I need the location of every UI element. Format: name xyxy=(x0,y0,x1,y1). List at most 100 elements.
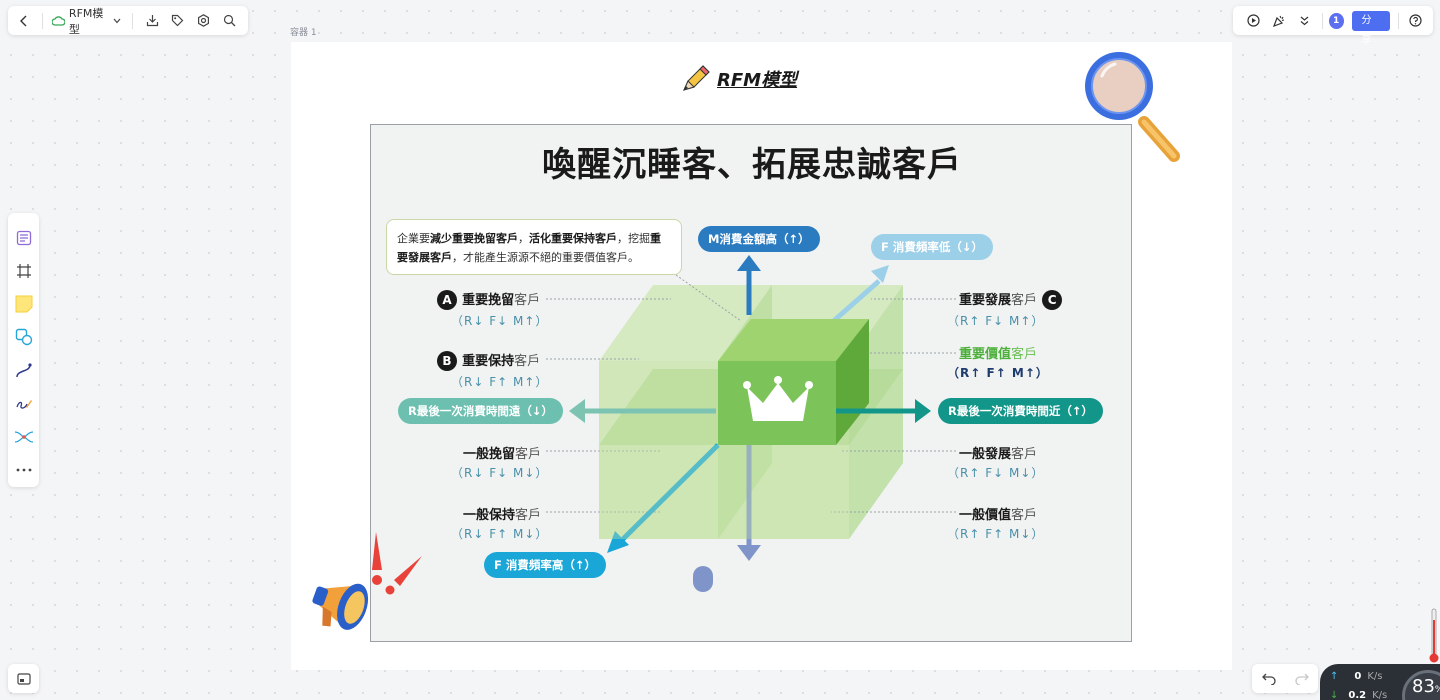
back-icon[interactable] xyxy=(14,10,34,32)
segment-code: （R↓ F↓ M↓） xyxy=(451,466,549,480)
note-text: ，挖掘 xyxy=(617,232,650,245)
top-left-toolbar: RFM模型 xyxy=(8,6,248,36)
tag-icon[interactable] xyxy=(165,10,191,32)
segment-suffix: 客戶 xyxy=(1011,293,1038,308)
segment-suffix: 客戶 xyxy=(514,354,541,369)
badge-c: C xyxy=(1042,289,1063,310)
upload-row: ↑ 0 K/s xyxy=(1330,671,1383,682)
segment-a: A 重要挽留客戶 （R↓ F↓ M↑） xyxy=(437,289,548,329)
rfm-infographic[interactable]: 喚醒沉睡客、拓展忠誠客戶 企業要減少重要挽留客戶，活化重要保持客戶，挖掘重要發展… xyxy=(370,124,1132,642)
cpu-percent-sign: % xyxy=(1435,685,1440,695)
infographic-title: 喚醒沉睡客、拓展忠誠客戶 xyxy=(542,145,962,185)
template-icon[interactable] xyxy=(8,221,39,254)
axis-m-low xyxy=(693,566,713,592)
redo-icon[interactable] xyxy=(1294,673,1309,685)
axis-m-high: M消費金額高（↑） xyxy=(698,226,820,252)
segment-name: 重要挽留 xyxy=(462,293,515,308)
pen-icon[interactable] xyxy=(8,387,39,420)
segment-suffix: 客戶 xyxy=(1011,347,1038,362)
download-speed: 0.2 xyxy=(1348,690,1367,700)
megaphone-sticker-icon[interactable] xyxy=(310,528,432,646)
collapse-icon[interactable] xyxy=(1292,10,1316,32)
segment-general-retain: 一般挽留客戶 （R↓ F↓ M↓） xyxy=(451,443,548,481)
segment-suffix: 客戶 xyxy=(515,447,542,462)
segment-b: B 重要保持客戶 （R↓ F↑ M↑） xyxy=(437,350,548,390)
rfm-cube-diagram xyxy=(546,255,956,561)
canvas-title[interactable]: RFM模型 xyxy=(681,62,811,96)
segment-name: 一般發展 xyxy=(959,447,1012,462)
toolbar-divider xyxy=(131,12,133,29)
cpu-gauge xyxy=(1402,670,1440,700)
segment-name: 一般保持 xyxy=(463,508,516,523)
undo-redo-panel xyxy=(1252,664,1318,693)
left-toolbar xyxy=(8,213,39,487)
segment-code: （R↓ F↑ M↓） xyxy=(451,527,549,541)
shape-icon[interactable] xyxy=(8,321,39,354)
mind-map-icon[interactable] xyxy=(8,421,39,454)
system-monitor-widget[interactable]: ↑ 0 K/s ↓ 0.2 K/s 83% xyxy=(1320,664,1440,700)
thermometer-icon xyxy=(1429,608,1439,663)
minimap-button[interactable] xyxy=(8,664,39,693)
note-highlight: 重要發展客戶 xyxy=(397,232,661,264)
magnifier-sticker-icon[interactable] xyxy=(1082,48,1186,164)
segment-name: 重要發展 xyxy=(959,293,1012,308)
settings-icon[interactable] xyxy=(190,10,216,32)
segment-code: （R↑ F↓ M↓） xyxy=(947,466,1045,480)
segment-code: （R↑ F↑ M↓） xyxy=(947,527,1045,541)
canvas-title-text: RFM模型 xyxy=(717,70,798,91)
doc-name[interactable]: RFM模型 xyxy=(68,6,104,36)
segment-code: （R↓ F↑ M↑） xyxy=(451,374,549,389)
present-icon[interactable] xyxy=(1241,10,1267,32)
segment-suffix: 客戶 xyxy=(515,508,542,523)
toolbar-divider xyxy=(42,12,44,29)
segment-name: 一般價值 xyxy=(959,508,1012,523)
segment-suffix: 客戶 xyxy=(1011,447,1038,462)
connector-icon[interactable] xyxy=(8,354,39,387)
cpu-percent-value: 83 xyxy=(1412,676,1435,697)
collaborator-avatar[interactable]: 1 xyxy=(1328,12,1344,29)
axis-r-far: R最後一次消費時間遠（↓） xyxy=(398,398,563,424)
frame-icon[interactable] xyxy=(8,254,39,287)
segment-c: 重要發展客戶 C （R↑ F↓ M↑） xyxy=(947,289,1063,329)
share-button[interactable]: 分享 xyxy=(1351,10,1390,46)
toolbar-divider xyxy=(1321,12,1323,29)
container-label[interactable]: 容器 1 xyxy=(290,28,317,38)
segment-important-value: 重要價值客戶 （R↑ F↑ M↑） xyxy=(947,343,1049,381)
undo-icon[interactable] xyxy=(1261,673,1276,685)
note-highlight: 減少重要挽留客戶 xyxy=(430,232,518,245)
note-box: 企業要減少重要挽留客戶，活化重要保持客戶，挖掘重要發展客戶，才能產生源源不絕的重… xyxy=(386,219,682,275)
segment-code: （R↑ F↓ M↑） xyxy=(947,313,1045,328)
celebrate-icon[interactable] xyxy=(1267,10,1293,32)
note-text: 企業要 xyxy=(397,232,430,245)
cloud-sync-icon xyxy=(51,10,66,32)
upload-unit: K/s xyxy=(1367,671,1383,682)
note-text: ，才能產生源源不絕的重要價值客戶。 xyxy=(452,251,639,264)
upload-speed: 0 xyxy=(1354,671,1362,682)
segment-name: 重要價值 xyxy=(959,347,1012,362)
badge-b: B xyxy=(437,350,457,371)
download-icon[interactable] xyxy=(141,10,165,32)
more-icon[interactable] xyxy=(8,454,39,487)
search-icon[interactable] xyxy=(216,10,242,32)
minimap-icon xyxy=(16,672,31,685)
axis-f-high: F 消費頻率高（↑） xyxy=(484,552,606,578)
note-text: ， xyxy=(518,232,529,245)
help-icon[interactable] xyxy=(1407,10,1425,32)
sticky-note-icon[interactable] xyxy=(8,288,39,321)
pencil-icon xyxy=(683,65,710,91)
segment-code: （R↑ F↑ M↑） xyxy=(947,366,1049,380)
download-unit: K/s xyxy=(1372,690,1388,700)
upload-arrow-icon: ↑ xyxy=(1330,671,1339,682)
chevron-down-icon[interactable] xyxy=(111,10,124,32)
segment-general-keep: 一般保持客戶 （R↓ F↑ M↓） xyxy=(451,504,548,542)
download-arrow-icon: ↓ xyxy=(1330,690,1339,700)
segment-name: 一般挽留 xyxy=(463,447,516,462)
segment-suffix: 客戶 xyxy=(514,293,541,308)
segment-general-develop: 一般發展客戶 （R↑ F↓ M↓） xyxy=(947,443,1044,481)
segment-suffix: 客戶 xyxy=(1011,508,1038,523)
axis-r-near: R最後一次消費時間近（↑） xyxy=(938,398,1103,424)
note-highlight: 活化重要保持客戶 xyxy=(529,232,617,245)
download-row: ↓ 0.2 K/s xyxy=(1330,690,1387,700)
cpu-percent: 83% xyxy=(1412,676,1440,697)
toolbar-divider xyxy=(1397,12,1399,29)
